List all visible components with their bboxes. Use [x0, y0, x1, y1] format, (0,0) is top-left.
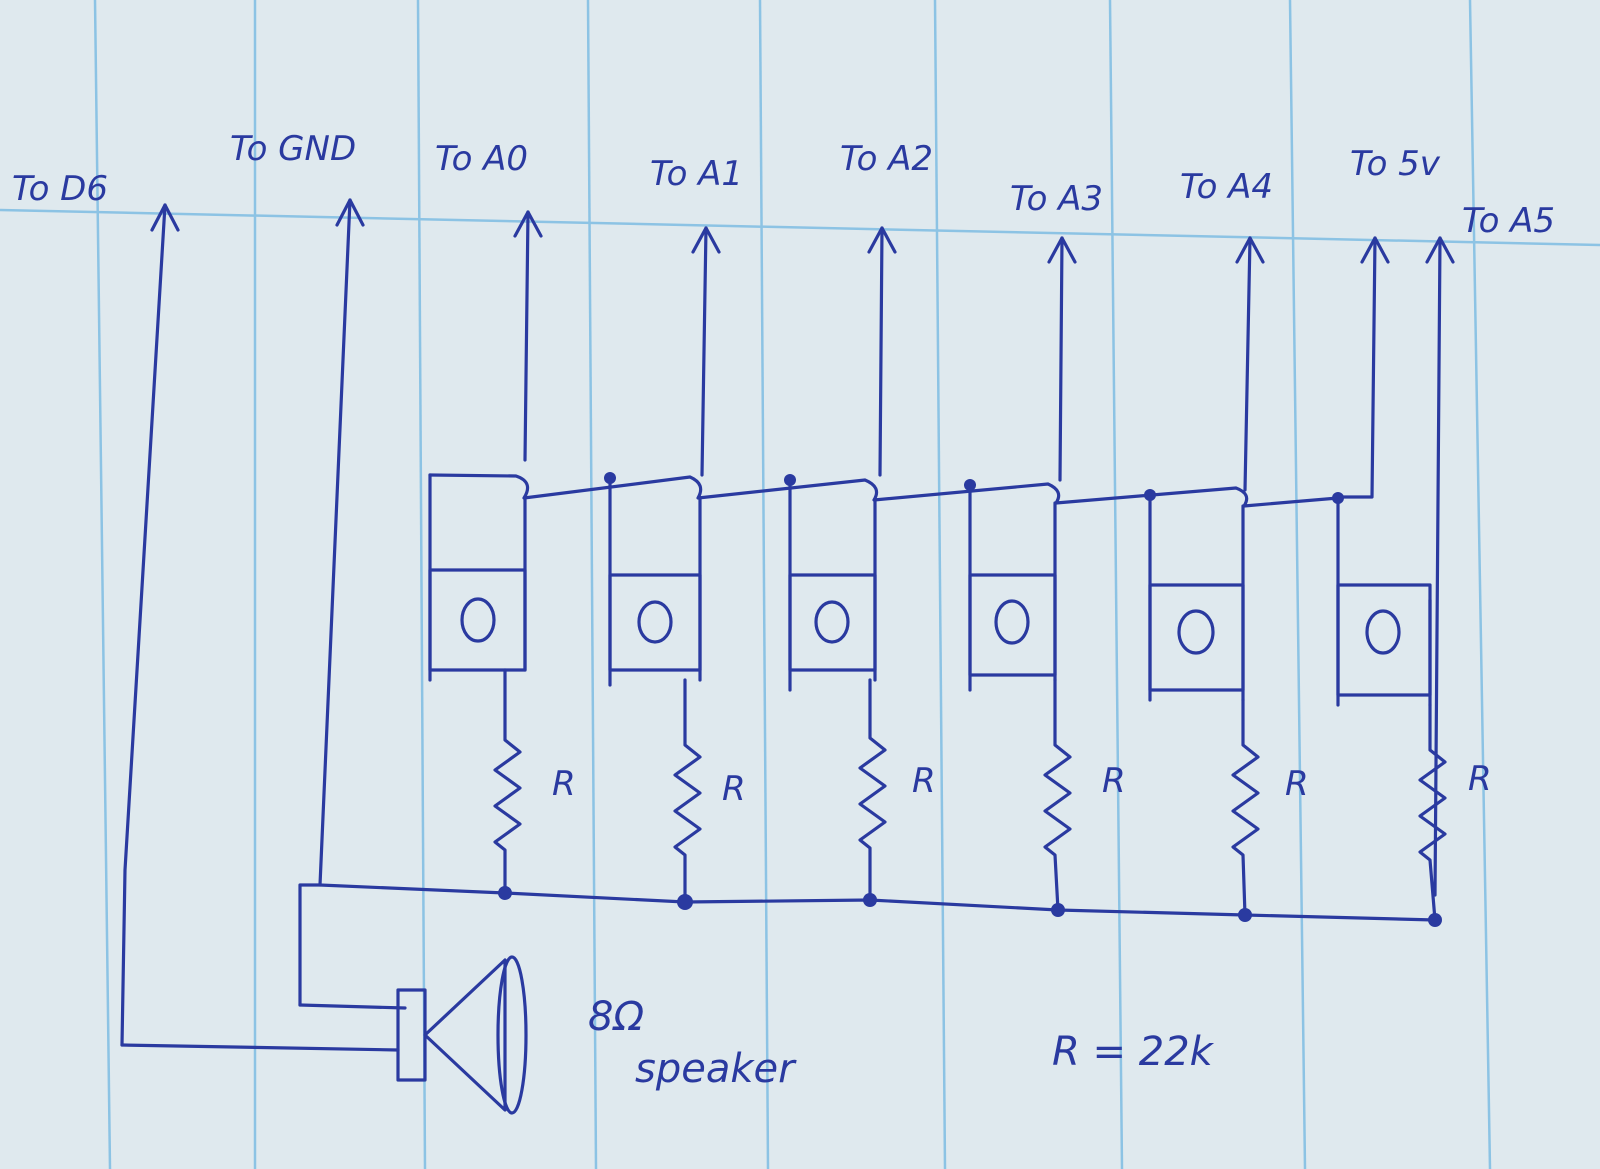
push-buttons [428, 473, 1432, 707]
speaker-ohms-label: 8Ω [588, 994, 644, 1040]
resistor-6 [1418, 703, 1447, 922]
push-button-1 [428, 473, 527, 682]
label-to-a5: To A5 [1462, 201, 1555, 241]
label-to-5v: To 5v [1350, 144, 1441, 184]
label-to-d6: To D6 [12, 169, 108, 209]
speaker-name-label: speaker [635, 1046, 797, 1092]
resistor-2 [673, 678, 702, 904]
push-button-3 [788, 478, 877, 692]
resistor-label-5: R [1285, 764, 1309, 804]
arrow-d6 [150, 203, 180, 232]
wire-to-a0 [523, 210, 530, 462]
wire-to-a5 [1433, 236, 1442, 897]
arrow-a2 [867, 226, 897, 254]
resistor-label-3: R [912, 761, 936, 801]
button-circles [460, 597, 1401, 655]
arrow-a3 [1047, 236, 1077, 264]
label-to-a4: To A4 [1180, 167, 1273, 207]
arrow-a4 [1235, 236, 1265, 264]
pin-wires [120, 198, 1455, 1047]
push-button-6 [1336, 496, 1432, 707]
signal-labels: To D6 To GND To A0 To A1 To A2 To A3 To … [12, 129, 1555, 241]
resistor-4 [1043, 678, 1072, 912]
resistor-label-4: R [1102, 761, 1126, 801]
resistor-3 [858, 678, 887, 902]
label-to-a1: To A1 [650, 154, 743, 194]
wire-to-a3 [1058, 236, 1064, 482]
push-button-5 [1148, 493, 1245, 702]
arrow-gnd [335, 198, 365, 227]
wire-to-d6 [120, 203, 167, 1047]
resistor-5 [1231, 698, 1260, 917]
push-button-4 [968, 483, 1057, 692]
speaker-symbol [120, 955, 528, 1115]
label-to-gnd: To GND [230, 129, 356, 169]
speaker-lead-d6 [120, 1043, 400, 1052]
label-to-a0: To A0 [435, 139, 528, 179]
arrow-a5 [1425, 236, 1455, 264]
wire-to-a1 [700, 226, 708, 477]
resistor-labels: R R R R R R [552, 759, 1492, 809]
wire-to-a2 [878, 226, 884, 477]
speaker-lead-gnd [298, 1003, 407, 1010]
resistor-value-note: R = 22k [1052, 1029, 1215, 1075]
push-button-2 [608, 476, 702, 687]
junction-dots [498, 472, 1442, 927]
arrow-a0 [513, 210, 543, 238]
wire-to-5v [1333, 236, 1377, 499]
annotations: 8Ω speaker R = 22k [588, 994, 1215, 1092]
wire-to-a4 [1243, 236, 1252, 492]
resistors [493, 668, 1447, 922]
resistor-label-2: R [722, 769, 746, 809]
label-to-a2: To A2 [840, 139, 933, 179]
bus-5v [428, 473, 1340, 508]
arrow-a1 [691, 226, 721, 254]
resistor-1 [493, 668, 522, 897]
wire-to-gnd [298, 198, 352, 1007]
resistor-label-1: R [552, 764, 576, 804]
resistor-label-6: R [1468, 759, 1492, 799]
arrow-5v [1360, 236, 1390, 264]
label-to-a3: To A3 [1010, 179, 1103, 219]
